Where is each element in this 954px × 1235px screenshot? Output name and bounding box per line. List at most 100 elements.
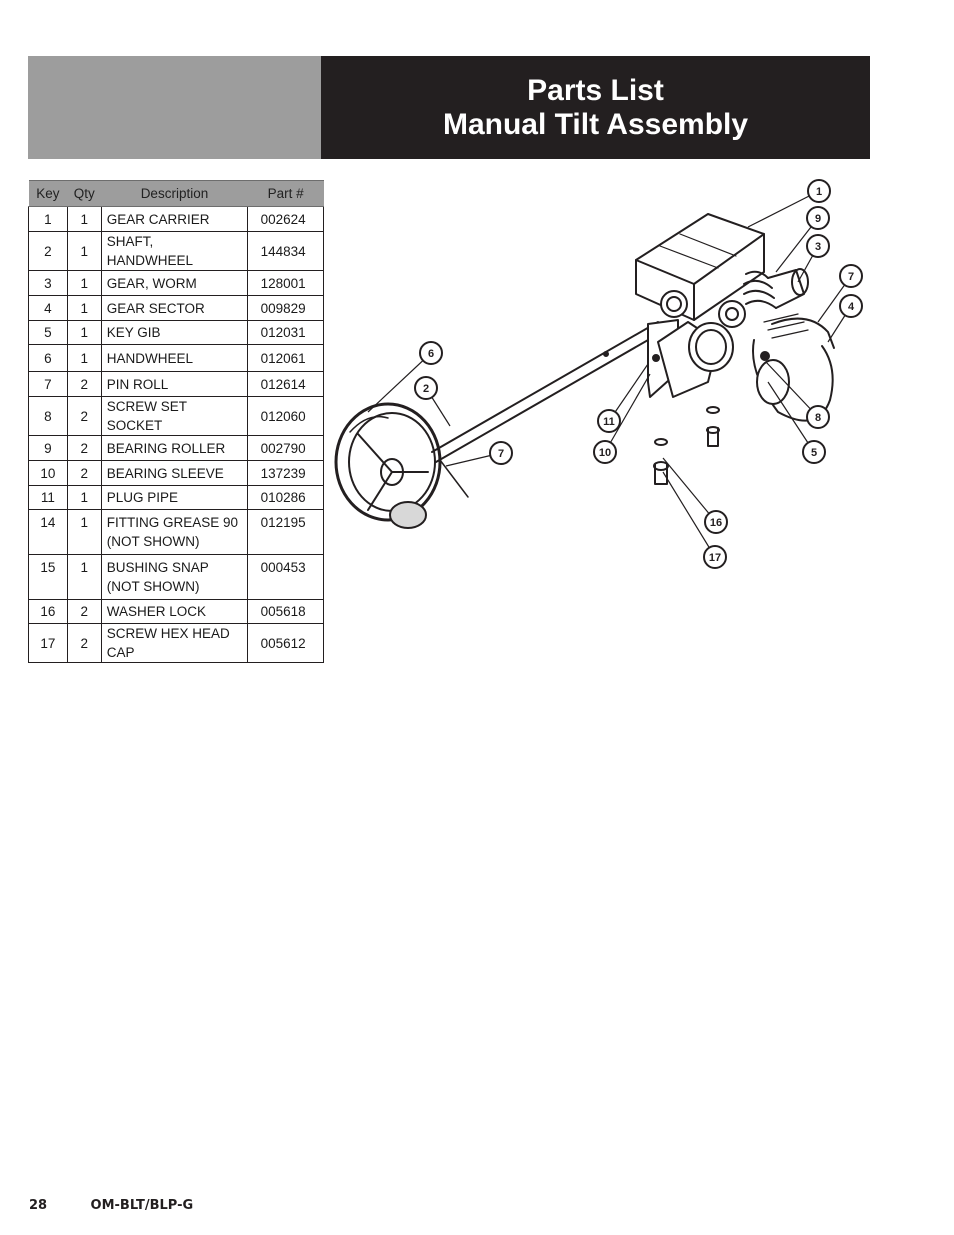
table-header-row: Key Qty Description Part #: [28, 180, 324, 207]
description-line: PIN ROLL: [106, 376, 169, 392]
description-line: HANDWHEEL: [106, 350, 193, 366]
cell-qty: 1: [66, 344, 102, 372]
callout-leader: [747, 190, 820, 228]
callout-label: 3: [815, 241, 821, 253]
cell-description: PIN ROLL: [100, 371, 249, 397]
cell-key: 5: [28, 320, 68, 345]
cell-qty: 1: [66, 270, 102, 296]
callout-bubble: 5: [802, 440, 826, 464]
description-line: WASHER LOCK: [106, 604, 206, 619]
col-header-description: Description: [101, 180, 248, 207]
cell-qty: 2: [66, 396, 102, 436]
col-header-qty: Qty: [67, 180, 102, 207]
cell-key: 14: [28, 509, 68, 555]
cell-qty: 2: [66, 435, 102, 461]
document-code: OM-BLT/BLP-G: [90, 1198, 194, 1213]
callout-bubble: 10: [593, 440, 617, 464]
callout-bubble: 9: [806, 206, 830, 230]
callout-bubble: 17: [703, 545, 727, 569]
callout-leader: [662, 457, 717, 523]
description-line: GEAR CARRIER: [106, 211, 210, 227]
cell-key: 10: [28, 460, 68, 486]
description-line: SCREW SET SOCKET: [106, 399, 187, 433]
cell-description: BUSHING SNAP(NOT SHOWN): [100, 554, 249, 600]
cell-description: GEAR SECTOR: [100, 295, 249, 321]
cell-description: HANDWHEEL: [100, 344, 249, 372]
cell-part-number: 128001: [247, 270, 324, 296]
cell-key: 15: [28, 554, 68, 600]
cell-description: KEY GIB: [100, 320, 249, 345]
callout-bubble: 7: [489, 441, 513, 465]
cell-part-number: 002790: [247, 435, 324, 461]
callout-label: 11: [603, 416, 615, 428]
callout-label: 4: [848, 301, 855, 313]
cell-key: 1: [28, 206, 68, 232]
cell-description: SCREW HEX HEAD CAP: [100, 623, 249, 663]
description-line: FITTING GREASE 90: [106, 515, 238, 530]
cell-description: GEAR CARRIER: [100, 206, 249, 232]
cell-part-number: 137239: [247, 460, 324, 486]
col-header-part: Part #: [247, 180, 324, 207]
cell-key: 9: [28, 435, 68, 461]
description-line: KEY GIB: [106, 325, 161, 340]
cell-qty: 2: [66, 460, 102, 486]
title-line-2: Manual Tilt Assembly: [442, 107, 749, 141]
cell-part-number: 009829: [247, 295, 324, 321]
screws-part: [653, 406, 720, 485]
callout-bubble: 2: [414, 376, 438, 400]
cell-part-number: 012061: [247, 344, 324, 372]
cell-key: 7: [28, 371, 68, 397]
callout-bubble: 6: [419, 341, 443, 365]
callout-leader: [367, 352, 432, 413]
cell-key: 2: [28, 231, 68, 271]
callout-leader: [767, 381, 815, 453]
cell-description: SCREW SET SOCKET: [100, 396, 249, 436]
cell-key: 17: [28, 623, 68, 663]
page-footer: 28 OM-BLT/BLP-G: [29, 1198, 193, 1213]
callout-leader: [765, 361, 819, 418]
handwheel-part: [334, 402, 442, 529]
callout-label: 2: [423, 383, 429, 395]
cell-part-number: 010286: [247, 485, 324, 510]
callout-bubble: 11: [597, 409, 621, 433]
callout-label: 7: [498, 448, 504, 460]
callout-bubble: 1: [807, 179, 831, 203]
description-line: BEARING ROLLER: [106, 440, 226, 456]
page-title: Parts List Manual Tilt Assembly: [321, 56, 870, 159]
cell-qty: 2: [66, 371, 102, 397]
description-line: SCREW HEX HEAD CAP: [106, 626, 230, 660]
callout-leader: [604, 373, 651, 453]
callout-label: 9: [815, 213, 821, 225]
header-gray-block: [28, 56, 321, 159]
callout-bubble: 8: [806, 405, 830, 429]
cell-key: 16: [28, 599, 68, 624]
cell-key: 3: [28, 270, 68, 296]
gear-carrier-part: [635, 213, 765, 398]
cell-key: 8: [28, 396, 68, 436]
description-line: BUSHING SNAP: [106, 560, 209, 575]
description-line: PLUG PIPE: [106, 490, 178, 505]
cell-qty: 2: [66, 623, 102, 663]
cell-qty: 1: [66, 231, 102, 271]
callout-bubble: 3: [806, 234, 830, 258]
callout-label: 6: [428, 348, 434, 360]
gear-sector-part: [752, 313, 835, 422]
callout-label: 16: [710, 517, 722, 529]
cell-description: BEARING SLEEVE: [100, 460, 249, 486]
cell-description: PLUG PIPE: [100, 485, 249, 510]
cell-qty: 1: [66, 206, 102, 232]
cell-qty: 1: [66, 485, 102, 510]
description-line: GEAR, WORM: [106, 275, 197, 291]
cell-key: 6: [28, 344, 68, 372]
callout-label: 5: [811, 447, 817, 459]
